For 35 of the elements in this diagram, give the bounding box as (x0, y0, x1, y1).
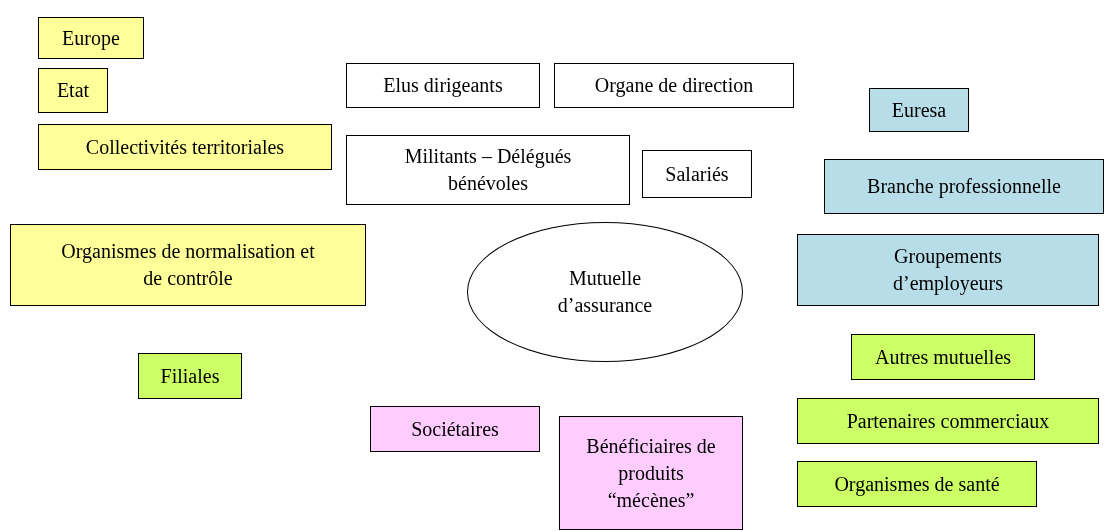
institution-box (10, 224, 366, 306)
node-label: Mutuelle d’assurance (556, 266, 654, 318)
node-label: Euresa (891, 97, 947, 123)
role-box (346, 135, 630, 205)
node-label: Organe de direction (594, 73, 754, 99)
role-box (642, 150, 752, 198)
member-box (559, 416, 743, 530)
organization-box (797, 234, 1099, 306)
node-label: Organismes de normalisation et de contrôle (60, 239, 316, 291)
node-label: Bénéficiaires de produits “mécènes” (585, 433, 717, 513)
node-label: Elus dirigeants (383, 73, 503, 99)
role-box (346, 63, 540, 108)
partner-box (138, 353, 242, 399)
node-label: Salariés (665, 161, 729, 187)
institution-box (38, 17, 144, 59)
partner-box (851, 334, 1035, 380)
node-label: Autres mutuelles (874, 344, 1012, 370)
organization-box (824, 159, 1104, 214)
node-label: Partenaires commerciaux (846, 408, 1050, 434)
partner-box (797, 398, 1099, 444)
node-label: Militants – Délégués bénévoles (403, 144, 573, 196)
node-label: Organismes de santé (834, 471, 1000, 498)
node-label: Sociétaires (411, 416, 499, 442)
member-box (370, 406, 540, 452)
role-box (554, 63, 794, 108)
organization-box (869, 88, 969, 132)
node-label: Europe (62, 25, 120, 52)
node-label: Groupements d’employeurs (892, 244, 1004, 297)
node-label: Etat (56, 78, 90, 103)
institution-box (38, 124, 332, 170)
node-label: Branche professionnelle (867, 174, 1061, 200)
node-label: Collectivités territoriales (85, 134, 285, 160)
institution-box (38, 68, 108, 113)
node-label: Filiales (160, 363, 220, 389)
partner-box (797, 461, 1037, 507)
